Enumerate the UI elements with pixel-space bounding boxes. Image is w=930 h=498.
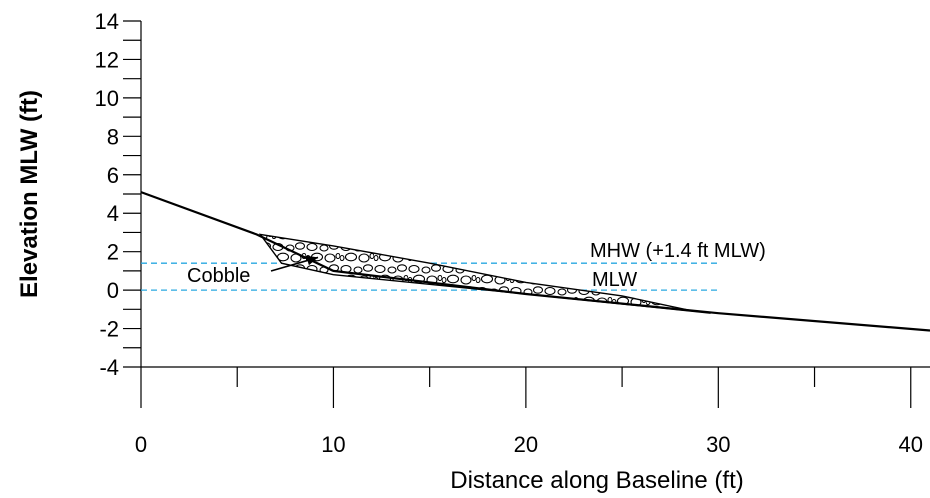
axes: -4 -2 0 2 4 6 8 10 12 14 0 10 20 30 40 xyxy=(95,9,930,457)
y-axis-title: Elevation MLW (ft) xyxy=(16,90,43,298)
axis-titles: Distance along Baseline (ft) Elevation M… xyxy=(16,90,744,494)
cobble-arrow-head xyxy=(306,255,318,266)
y-tick-label: 4 xyxy=(107,201,119,226)
cobble-label: Cobble xyxy=(187,265,250,287)
mlw-label: MLW xyxy=(592,269,637,291)
y-tick-label: 10 xyxy=(95,86,119,111)
x-tick-label: 40 xyxy=(899,432,923,457)
x-tick-label: 0 xyxy=(135,432,147,457)
y-tick-label: 0 xyxy=(107,278,119,303)
x-tick-label: 10 xyxy=(321,432,345,457)
series-layer xyxy=(140,191,930,332)
reference-lines xyxy=(141,262,719,291)
profile-line xyxy=(140,191,930,332)
x-axis-title: Distance along Baseline (ft) xyxy=(450,467,743,494)
annotations: MHW (+1.4 ft MLW) MLW Cobble xyxy=(187,240,766,291)
y-tick-label: 2 xyxy=(107,240,119,265)
mhw-label: MHW (+1.4 ft MLW) xyxy=(590,240,766,262)
y-tick-label: -2 xyxy=(99,317,119,342)
y-tick-label: 6 xyxy=(107,163,119,188)
y-tick-label: 12 xyxy=(95,47,119,72)
x-tick-label: 20 xyxy=(514,432,538,457)
y-tick-label: 14 xyxy=(95,9,119,34)
y-tick-label: -4 xyxy=(99,355,119,380)
x-tick-label: 30 xyxy=(706,432,730,457)
y-tick-label: 8 xyxy=(107,124,119,149)
